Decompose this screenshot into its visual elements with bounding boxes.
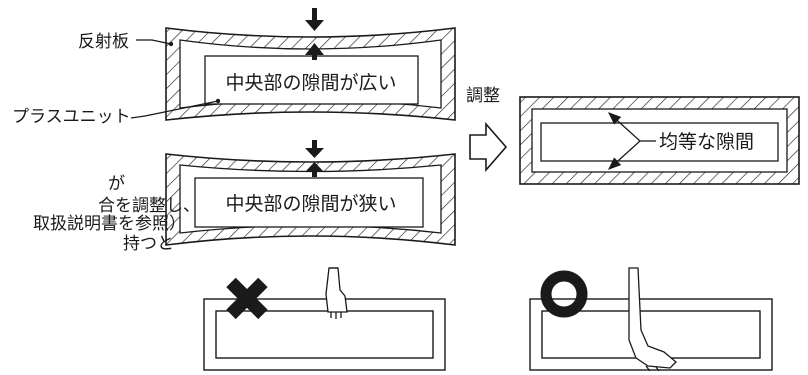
label-center-gap-wide: 中央部の隙間が広い xyxy=(225,72,396,94)
hand-wrong xyxy=(325,267,348,319)
panel-wide-gap: 中央部の隙間が広い xyxy=(165,8,456,121)
reflector-leader xyxy=(136,39,172,45)
side-text-line2: 合を調整し、 xyxy=(98,196,200,216)
plus-unit-even xyxy=(540,122,779,162)
side-text-line4: 持つと xyxy=(123,234,174,254)
even-gap-arrow-bottom xyxy=(608,140,641,170)
side-text-line3: 取扱説明書を参照） xyxy=(33,214,186,234)
press-down-arrow xyxy=(305,8,324,31)
plus-unit-bottom xyxy=(194,177,424,228)
label-center-gap-narrow: 中央部の隙間が狭い xyxy=(225,193,396,215)
gap-up-arrow-2 xyxy=(305,162,324,177)
press-down-arrow-2 xyxy=(305,140,324,158)
plus-unit-top xyxy=(204,55,419,105)
wrong-handling: ✖ xyxy=(203,263,446,371)
correct-mark xyxy=(540,270,588,318)
even-gap-arrow-top xyxy=(608,112,641,142)
plus-unit-leader xyxy=(130,100,219,119)
label-reflector: 反射板 xyxy=(78,32,129,52)
adjust-arrow xyxy=(469,121,508,173)
panel-even-gap: 均等な隙間 xyxy=(519,96,800,185)
label-adjust: 調整 xyxy=(466,86,500,106)
unit-wrong-inner xyxy=(215,310,434,359)
label-even-gap: 均等な隙間 xyxy=(659,131,754,153)
label-plus-unit: プラスユニット xyxy=(12,107,131,127)
panel-narrow-gap: 中央部の隙間が狭い xyxy=(165,140,456,246)
gap-up-arrow xyxy=(305,43,324,60)
side-text-line1: が xyxy=(108,174,125,194)
hand-right xyxy=(628,267,677,372)
wrong-mark: ✖ xyxy=(221,263,273,336)
correct-handling xyxy=(529,267,773,372)
